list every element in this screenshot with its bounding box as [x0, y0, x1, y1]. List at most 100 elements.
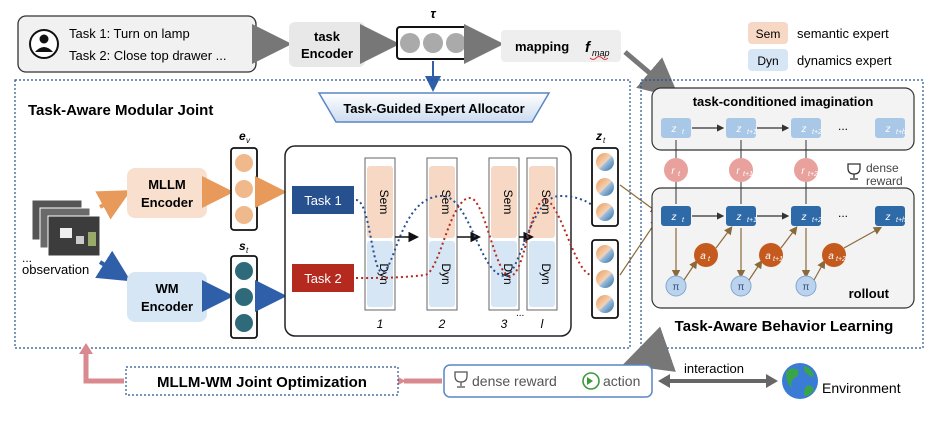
arrow-obs-to-wm: [95, 250, 131, 282]
sem-expert-label: Sem: [439, 190, 453, 215]
dyn-expert-label: Dyn: [377, 263, 391, 284]
zt-dot: [596, 295, 614, 313]
reward-node: [729, 158, 753, 182]
reward-action-box: [443, 364, 653, 398]
observation-images: [31, 199, 101, 257]
tau-dot: [446, 33, 466, 53]
tau-dot: [400, 33, 420, 53]
zt-sub: t: [603, 136, 606, 145]
ev-dot: [235, 206, 253, 224]
latent-sub: t+1: [747, 217, 757, 224]
imagined-latent-node: [875, 118, 905, 138]
zt-dot: [596, 153, 614, 171]
rollout-ellipsis: ...: [838, 206, 848, 220]
layer-number: l: [541, 317, 544, 331]
legend-dyn-chip-text: Dyn: [757, 54, 778, 68]
action-node: [822, 243, 846, 267]
ev-dot: [235, 180, 253, 198]
dyn-expert: [367, 241, 393, 307]
action-to-latent: [843, 226, 883, 249]
dyn-expert-label: Dyn: [539, 263, 553, 284]
zt-dot: [596, 245, 614, 263]
reward-label: r: [736, 166, 740, 177]
arrow-head: [766, 374, 778, 388]
reward-label: r: [671, 166, 675, 177]
task-encoder-line1: task: [314, 29, 341, 44]
tau-dot: [423, 33, 443, 53]
policy-label: π: [738, 282, 745, 293]
expert-allocator-label: Task-Guided Expert Allocator: [343, 101, 524, 116]
mapping-subscript: map: [592, 48, 610, 58]
arrow-obs-to-mllm: [95, 190, 132, 220]
tau-label: τ: [430, 6, 436, 21]
zt-dot: [596, 203, 614, 221]
reward-node: [664, 158, 688, 182]
dyn-expert: [491, 241, 517, 307]
environment-label: Environment: [822, 380, 901, 396]
policy-label: π: [803, 282, 810, 293]
imagined-latent-sub: t+1: [747, 129, 757, 136]
mllm-encoder-line1: MLLM: [148, 177, 186, 192]
action-node: [759, 243, 783, 267]
reward-label: r: [801, 166, 805, 177]
layer-number: 3: [501, 317, 508, 331]
globe-icon: [782, 363, 818, 399]
action-label: a: [828, 251, 834, 262]
zt-label: z: [595, 129, 602, 143]
bottom-action: action: [603, 373, 640, 389]
imagined-latent-label: z: [671, 124, 677, 135]
imagined-latent-label: z: [736, 124, 742, 135]
latent-node: [726, 206, 756, 226]
sem-expert-label: Sem: [501, 190, 515, 215]
imagined-latent-node: [661, 118, 691, 138]
policy-label: π: [673, 282, 680, 293]
behavior-learning-title: Task-Aware Behavior Learning: [675, 318, 894, 335]
wm-encoder-box: [127, 272, 207, 322]
trophy-icon: [847, 163, 861, 180]
legend-sem-chip-text: Sem: [756, 27, 781, 41]
modular-joint-panel: [14, 79, 631, 349]
legend-dyn-label: dynamics expert: [797, 53, 892, 68]
imagined-latent-label: z: [801, 124, 807, 135]
ev-label: e: [239, 129, 246, 143]
zt-dot: [596, 270, 614, 288]
layer-number: 2: [438, 317, 446, 331]
latent-node: [661, 206, 691, 226]
expert-allocator: [317, 92, 551, 123]
st-dot: [235, 262, 253, 280]
reward-sub: t: [678, 171, 681, 178]
mapping-symbol: f: [585, 39, 592, 56]
joint-optimization-box: [125, 366, 399, 396]
task2-routing-path: [355, 196, 593, 279]
task1-token: [292, 186, 354, 214]
action-icon: [582, 372, 600, 390]
imagined-latent-label: z: [885, 124, 891, 135]
task2-token-label: Task 2: [304, 271, 342, 286]
policy-node: [730, 275, 752, 297]
sem-expert: [529, 166, 555, 238]
policy-node: [795, 275, 817, 297]
wm-encoder-line2: Encoder: [141, 299, 193, 314]
arrow-panel-to-reward: [622, 326, 676, 372]
task2-instruction: Task 2: Close top drawer ...: [69, 48, 227, 63]
st-dot: [235, 314, 253, 332]
dyn-expert-label: Dyn: [439, 263, 453, 284]
imagination-title: task-conditioned imagination: [693, 94, 874, 109]
imagined-latent-sub: t: [682, 129, 685, 136]
task1-token-label: Task 1: [304, 193, 342, 208]
sem-expert-label: Sem: [539, 190, 553, 215]
sem-expert: [367, 166, 393, 238]
arrow-zt-to-rollout: [619, 184, 659, 214]
action-sub: t: [708, 256, 711, 263]
st-dot: [235, 288, 253, 306]
spellcheck-underline: [589, 56, 609, 60]
policy-to-action: [813, 259, 826, 281]
modular-joint-title: Task-Aware Modular Joint: [28, 102, 213, 119]
policy-to-action: [748, 260, 763, 281]
latent-node: [791, 206, 821, 226]
user-icon: [29, 29, 59, 59]
rollout-label: rollout: [849, 286, 890, 301]
